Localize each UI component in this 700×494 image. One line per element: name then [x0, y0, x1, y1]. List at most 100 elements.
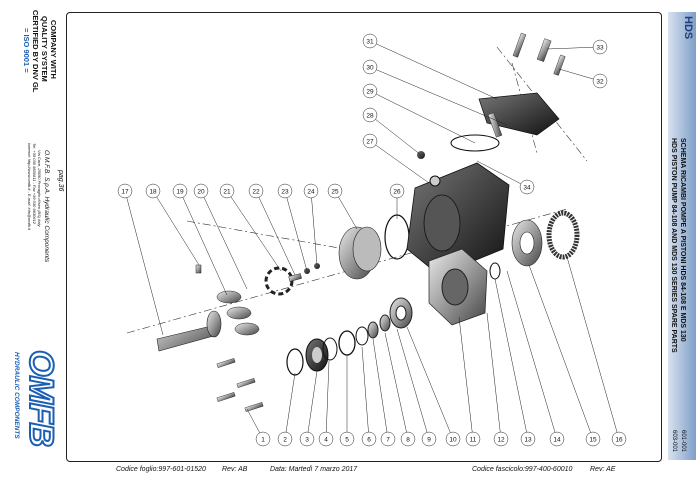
callout-label-29: 29	[366, 89, 374, 96]
callout-label-24: 24	[307, 189, 315, 196]
title-bar	[668, 12, 696, 460]
callout-leader-7	[372, 338, 389, 440]
callout-label-10: 10	[449, 437, 457, 444]
right-panel: HDS SCHEMA RICAMBI POMPE A PISTONI HDS 8…	[664, 12, 698, 460]
footer-codice-foglio: Codice foglio:997-601-01520	[116, 466, 206, 473]
callout-leader-21	[226, 190, 282, 272]
callout-circle-1	[255, 431, 271, 447]
part-side-bolts	[216, 358, 264, 412]
callout-label-7: 7	[386, 437, 390, 444]
callout-leader-25	[334, 190, 358, 230]
callout-leader-9	[396, 328, 430, 440]
callout-circle-21	[219, 183, 235, 199]
callout-label-8: 8	[406, 437, 410, 444]
callout-circle-16	[611, 431, 627, 447]
callout-circle-10	[445, 431, 461, 447]
hds-logo: HDS	[682, 16, 694, 40]
callout-circle-6	[361, 431, 377, 447]
part-top-screws	[512, 32, 566, 76]
callout-circle-13	[520, 431, 536, 447]
callout-circle-8	[400, 431, 416, 447]
callout-label-6: 6	[367, 437, 371, 444]
part-cylinder-block	[338, 226, 382, 280]
callout-leader-11	[458, 316, 474, 440]
callout-circle-27	[362, 133, 378, 149]
callout-circle-2	[277, 431, 293, 447]
sheet-code-2: 603-001	[671, 430, 677, 453]
callout-label-25: 25	[331, 189, 339, 196]
callout-leader-29	[369, 90, 476, 144]
callout-label-22: 22	[252, 189, 260, 196]
page-number: pag.36	[57, 170, 64, 192]
callout-label-34: 34	[523, 185, 531, 192]
omfb-logo-subtitle: HYDRAULIC COMPONENTS	[13, 352, 20, 439]
callout-circle-32	[592, 73, 608, 89]
callout-leader-20	[200, 190, 248, 290]
footer-codice-fascicolo: Codice fascicolo:997-400-60010	[472, 466, 573, 473]
iso-certification: = ISO 9001 =	[22, 28, 31, 73]
callout-leader-18	[152, 190, 200, 266]
company-quality-line1: COMPANY WITH	[49, 20, 58, 79]
callout-leader-15	[528, 264, 594, 440]
callout-label-9: 9	[427, 437, 431, 444]
callout-circle-26	[389, 183, 405, 199]
omfb-logo: OMFB	[21, 349, 62, 450]
callout-leader-13	[494, 278, 529, 440]
callout-label-20: 20	[197, 189, 205, 196]
callout-leader-22	[255, 190, 296, 276]
callout-circle-25	[327, 183, 343, 199]
omfb-logo-text: OMFB	[21, 349, 61, 447]
callout-circle-30	[362, 59, 378, 75]
part-gear-ring	[546, 210, 580, 260]
callout-label-3: 3	[305, 437, 309, 444]
callout-circle-23	[277, 183, 293, 199]
callout-label-27: 27	[366, 139, 374, 146]
callout-circle-34	[519, 179, 535, 195]
callout-leader-12	[486, 312, 502, 440]
callout-leader-30	[369, 66, 508, 126]
callout-circle-5	[339, 431, 355, 447]
part-pistons	[216, 290, 260, 336]
callout-leader-8	[384, 332, 409, 440]
callout-label-23: 23	[281, 189, 289, 196]
callout-leader-19	[179, 190, 228, 296]
part-shaft	[156, 310, 222, 352]
footer-data: Data: Martedì 7 marzo 2017	[270, 466, 358, 473]
callout-leader-27	[369, 140, 430, 184]
callout-label-12: 12	[497, 437, 505, 444]
callout-label-19: 19	[176, 189, 184, 196]
callout-leader-2	[284, 372, 296, 440]
callout-leader-6	[361, 346, 370, 440]
part-bearing	[511, 219, 543, 267]
callout-circle-9	[421, 431, 437, 447]
callout-circle-14	[549, 431, 565, 447]
callout-circle-15	[585, 431, 601, 447]
part-snap-ring	[489, 262, 501, 280]
callout-label-4: 4	[324, 437, 328, 444]
callout-label-18: 18	[149, 189, 157, 196]
address-line2: Tel. +39 030 9830611 - Fax +39 030 98306…	[32, 143, 37, 224]
part-seals-row	[286, 297, 413, 376]
part-o-ring-large	[384, 214, 410, 260]
title-english: HDS PISTON PUMP 84-108 AND MDS 130 SERIE…	[670, 138, 677, 353]
left-panel: COMPANY WITH QUALITY SYSTEM CERTIFIED BY…	[0, 0, 70, 460]
callout-leader-24	[310, 190, 318, 266]
callout-leader-33	[546, 46, 601, 50]
callout-circle-19	[172, 183, 188, 199]
sheet-code-1: 601-001	[680, 430, 686, 453]
callout-circle-11	[465, 431, 481, 447]
callout-leader-34	[476, 160, 528, 188]
footer: Codice foglio:997-601-01520 Rev: AB Data…	[0, 462, 700, 482]
callout-label-32: 32	[596, 79, 604, 86]
callout-circle-12	[493, 431, 509, 447]
callout-circle-29	[362, 83, 378, 99]
callout-label-33: 33	[596, 45, 604, 52]
callout-leader-3	[306, 370, 318, 440]
footer-rev-foglio: Rev: AB	[222, 466, 248, 473]
callout-label-1: 1	[261, 437, 265, 444]
address-line1: Via Cave, 25050 Provaglio d'Iseo (BS) It…	[37, 150, 42, 227]
callout-label-15: 15	[589, 437, 597, 444]
part-o-ring-top	[450, 134, 500, 152]
callout-leader-23	[284, 190, 308, 272]
